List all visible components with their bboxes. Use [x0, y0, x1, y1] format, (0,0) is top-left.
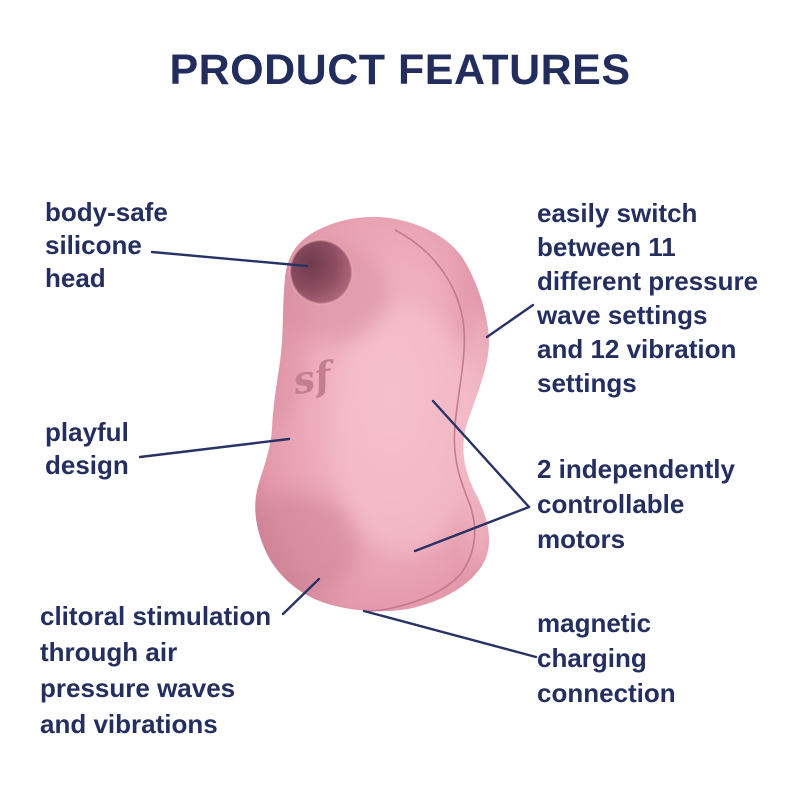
feature-pressure-wave-settings: easily switch between 11 different press… — [537, 198, 759, 398]
line-magnetic-charging — [362, 609, 538, 659]
feature-independent-motors: 2 independently controllable motors — [537, 454, 735, 554]
line-independent-motors-upper — [431, 399, 531, 509]
connector-lines — [138, 250, 538, 659]
feature-clitoral-stimulation: clitoral stimulation through air pressur… — [40, 601, 272, 739]
line-pressure-wave-settings — [485, 303, 535, 339]
page-title: PRODUCT FEATURES — [169, 46, 631, 94]
feature-magnetic-charging: magnetic charging connection — [537, 608, 676, 708]
suction-opening — [288, 238, 354, 306]
line-playful-design — [138, 437, 291, 459]
feature-playful-design: playful design — [45, 417, 129, 480]
line-clitoral-stimulation — [281, 577, 321, 616]
line-silicone-head — [150, 250, 309, 268]
feature-silicone-head: body-safe silicone head — [45, 197, 168, 293]
device-shading — [255, 238, 490, 597]
device-seam — [367, 229, 476, 612]
line-independent-motors-lower — [413, 505, 531, 553]
